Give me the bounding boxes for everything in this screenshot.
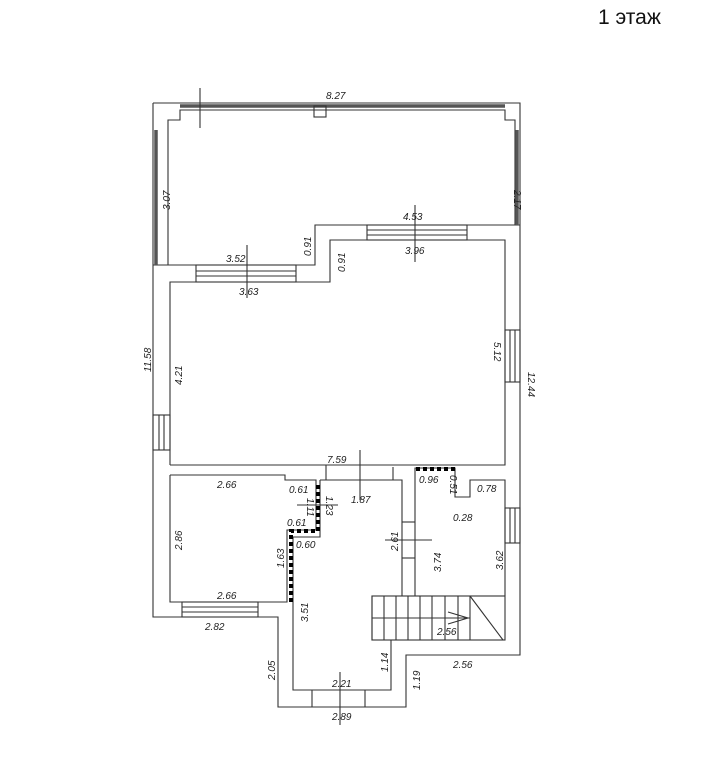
dim-label: 0.51	[447, 475, 458, 494]
dim-label: 3.52	[226, 254, 246, 265]
dim-label: 4.53	[403, 212, 423, 223]
window-left	[152, 414, 171, 451]
dim-label: 1.14	[380, 652, 391, 672]
dim-label: 0.91	[303, 237, 314, 256]
dim-label: 2.66	[216, 480, 237, 491]
dim-label: 0.61	[289, 485, 308, 496]
dim-label: 3.63	[239, 287, 259, 298]
dim-label: 3.96	[405, 246, 425, 257]
partition-hatched	[289, 484, 320, 602]
outer-wall	[152, 102, 521, 708]
dim-label: 3.74	[433, 552, 444, 572]
window-top-left	[195, 264, 297, 283]
window-top-right	[366, 224, 468, 241]
dim-label: 3.07	[162, 190, 173, 210]
dim-label: 4.21	[174, 366, 185, 385]
window-right	[504, 329, 521, 383]
dim-label: 0.96	[419, 475, 439, 486]
dim-label: 0.78	[477, 484, 497, 495]
window-right-room	[504, 507, 521, 544]
dim-label: 2.05	[267, 660, 278, 681]
dim-label: 3.62	[495, 550, 506, 570]
dim-label: 0.91	[337, 253, 348, 272]
dim-label: 5.12	[491, 342, 502, 362]
floor-title: 1 этаж	[598, 6, 661, 29]
room-right	[414, 467, 506, 596]
dim-label: 0.60	[296, 540, 316, 551]
dim-label: 2.56	[436, 627, 457, 638]
dim-label: 1.19	[412, 670, 423, 690]
dim-label: 2.66	[216, 591, 237, 602]
dim-label: 1.23	[323, 496, 334, 516]
window-bottom-left	[181, 601, 259, 618]
staircase	[371, 595, 506, 641]
terrace-inner	[167, 109, 516, 265]
dim-label: 0.28	[453, 513, 473, 524]
dim-label: 2.17	[511, 189, 522, 210]
living-room	[169, 239, 506, 466]
dim-label: 2.89	[331, 712, 352, 723]
dim-label: 8.27	[326, 91, 346, 102]
dim-label: 2.56	[452, 660, 473, 671]
dim-label: 1.87	[351, 495, 371, 506]
terrace-column	[313, 105, 327, 118]
axis-marks	[246, 205, 432, 725]
dim-label: 2.61	[390, 532, 401, 552]
dim-label: 2.86	[174, 530, 185, 551]
dim-label: 12.44	[525, 372, 536, 397]
dim-label: 0.61	[287, 518, 306, 529]
dim-label: 2.82	[204, 622, 225, 633]
dim-label: 11.58	[143, 347, 154, 372]
dim-label: 1.63	[276, 548, 287, 568]
entrance-door	[311, 690, 366, 707]
dim-label: 2.21	[331, 679, 351, 690]
dim-label: 1.11	[304, 498, 315, 517]
dim-label: 3.51	[300, 603, 311, 622]
dim-label: 7.59	[327, 455, 347, 466]
